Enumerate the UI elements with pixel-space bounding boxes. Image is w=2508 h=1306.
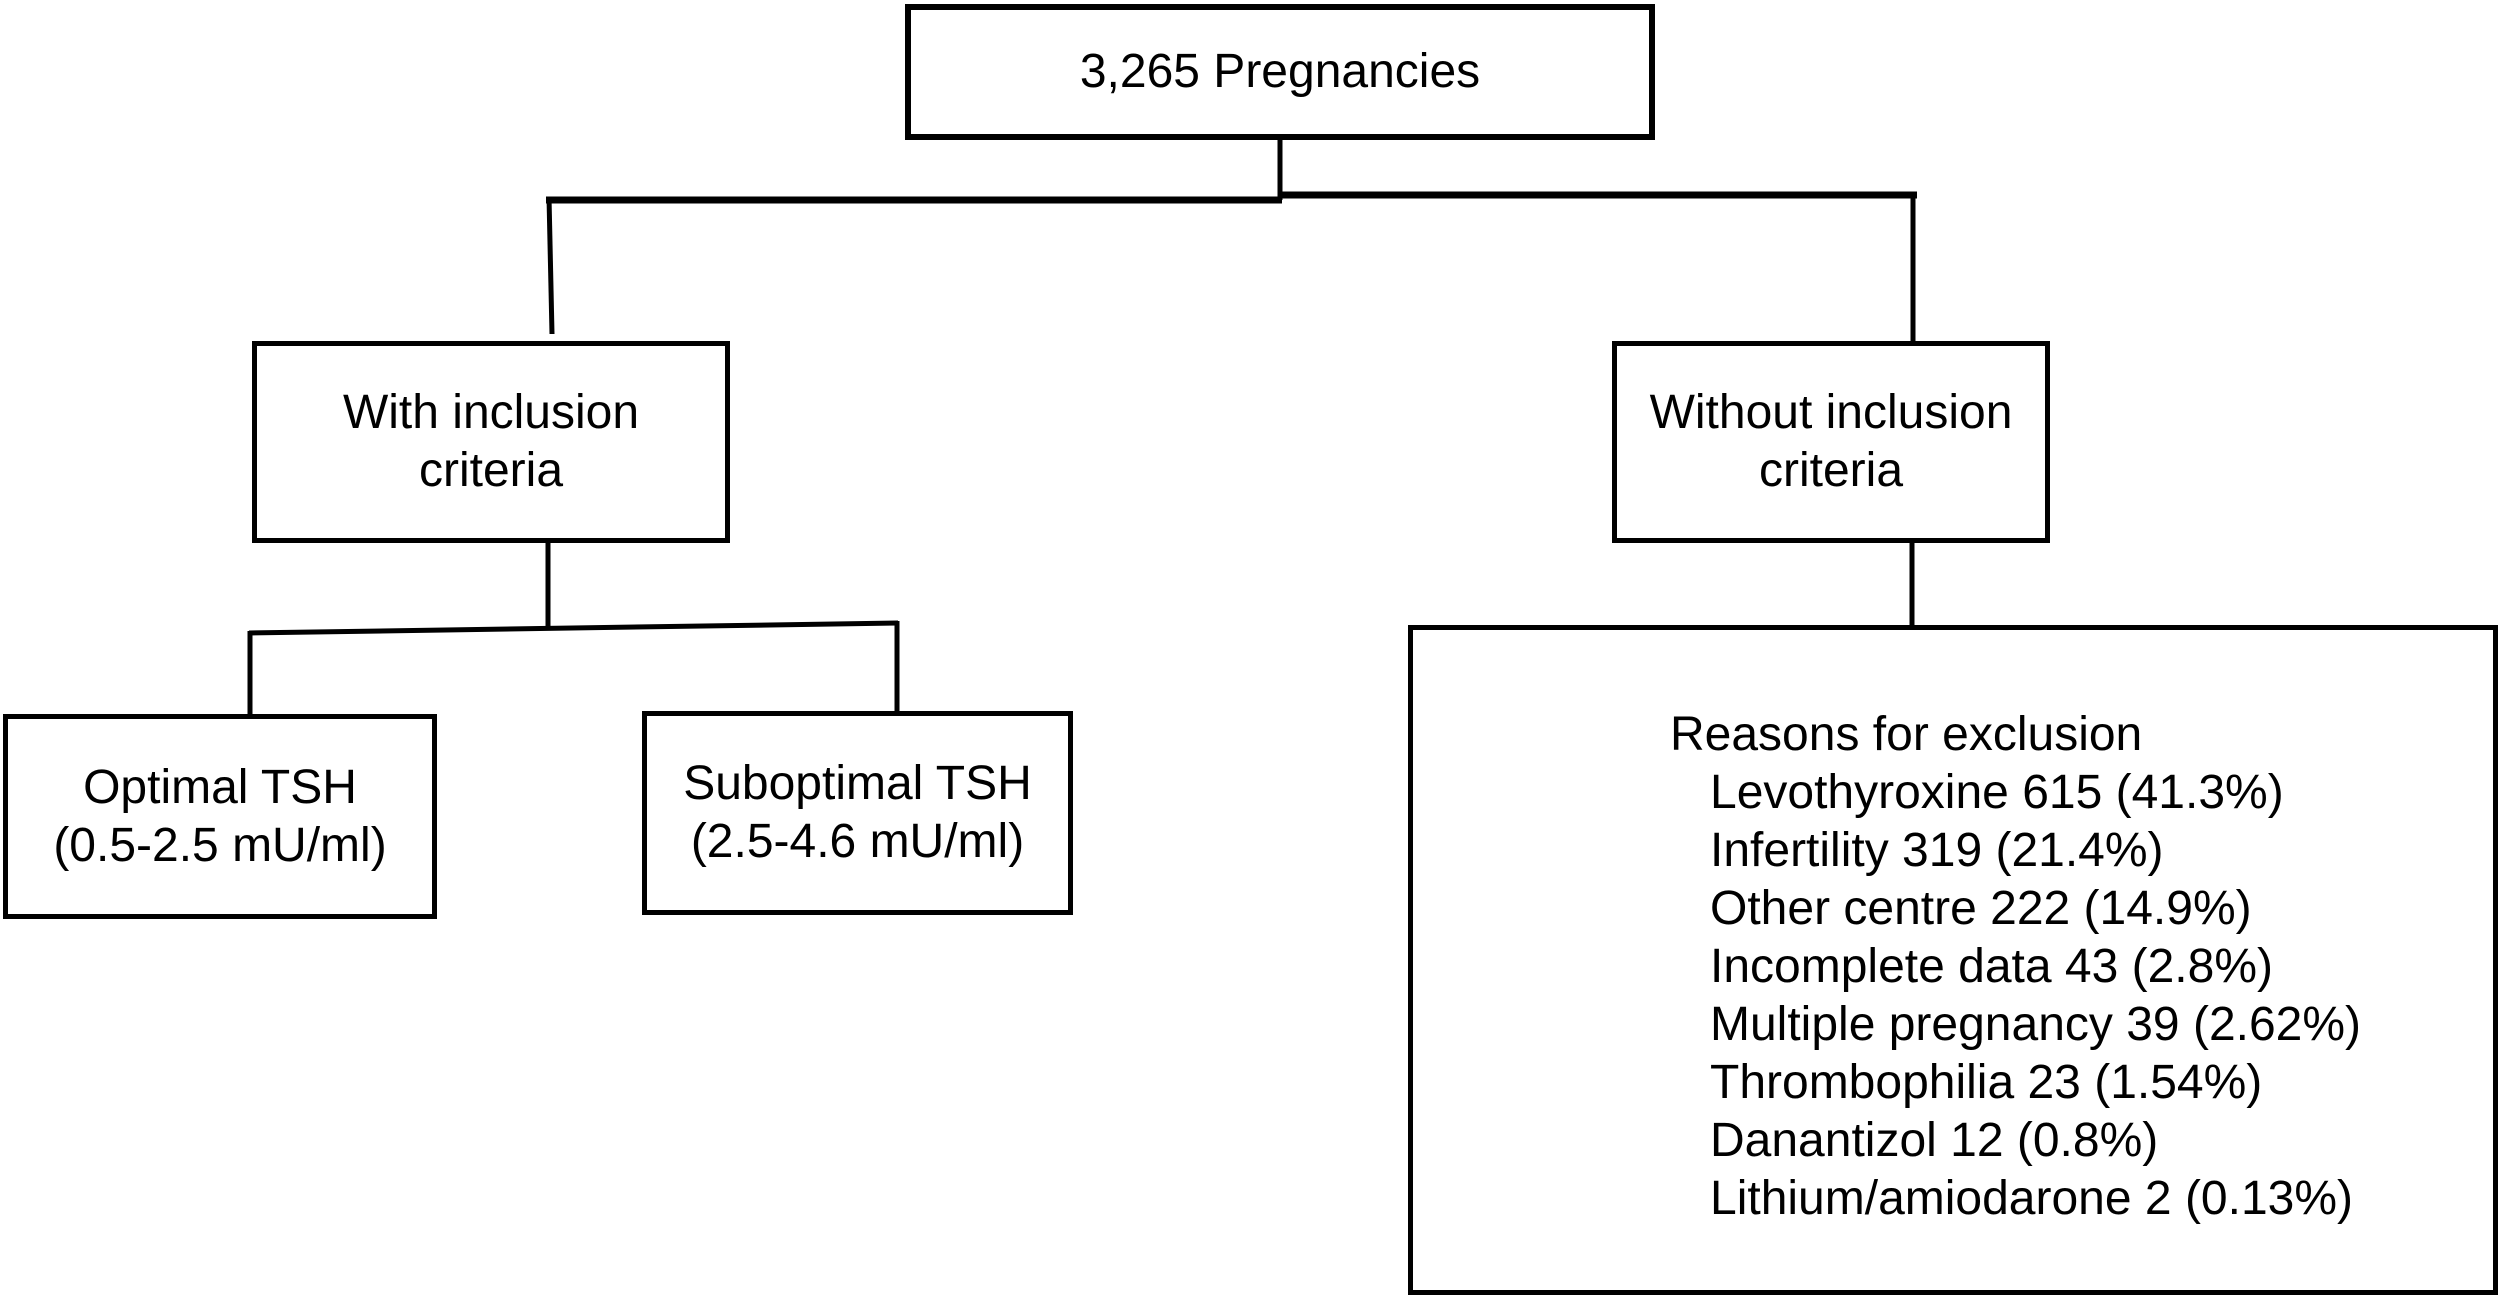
node-label-line1: Without inclusion <box>1649 386 2013 439</box>
node-label-line1: With inclusion <box>342 386 640 439</box>
node-label-line2: criteria <box>418 444 564 497</box>
node-label: 3,265 Pregnancies <box>1079 45 1481 98</box>
node-label-line2: criteria <box>1758 444 1904 497</box>
node-total-pregnancies: 3,265 Pregnancies <box>905 4 1655 140</box>
node-label-line1: Suboptimal TSH <box>683 757 1032 810</box>
connector-with-drop <box>546 196 555 335</box>
connector-sub-branch <box>248 620 899 636</box>
exclusion-item: Danantizol 12 (0.8%) <box>1710 1114 2159 1167</box>
node-label-line2: (0.5-2.5 mU/ml) <box>53 818 387 872</box>
exclusion-item: Incomplete data 43 (2.8%) <box>1710 940 2273 993</box>
exclusion-heading: Reasons for exclusion <box>1670 708 2143 761</box>
exclusion-item: Multiple pregnancy 39 (2.62%) <box>1710 998 2362 1051</box>
exclusion-item: Other centre 222 (14.9%) <box>1710 882 2252 935</box>
node-without-inclusion-criteria: Without inclusion criteria <box>1612 341 2050 543</box>
exclusion-item: Thrombophilia 23 (1.54%) <box>1710 1056 2263 1109</box>
node-optimal-tsh: Optimal TSH (0.5-2.5 mU/ml) <box>3 714 437 919</box>
node-label-line1: Optimal TSH <box>83 760 357 814</box>
node-reasons-for-exclusion: Reasons for exclusion Levothyroxine 615 … <box>1408 625 2498 1295</box>
node-label-line2: (2.5-4.6 mU/ml) <box>690 815 1025 868</box>
node-with-inclusion-criteria: With inclusion criteria <box>252 341 730 543</box>
node-suboptimal-tsh: Suboptimal TSH (2.5-4.6 mU/ml) <box>642 711 1073 915</box>
exclusion-item: Lithium/amiodarone 2 (0.13%) <box>1710 1172 2354 1225</box>
exclusion-item: Infertility 319 (21.4%) <box>1710 824 2164 877</box>
exclusion-item: Levothyroxine 615 (41.3%) <box>1710 766 2284 819</box>
